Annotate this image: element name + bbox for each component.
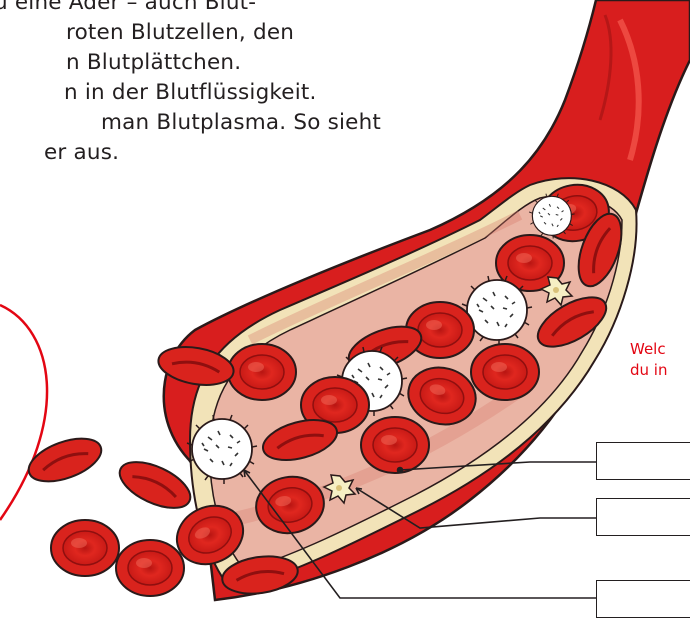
- magnifier-circle-arc: [0, 305, 47, 520]
- question-line-2: du in: [630, 360, 690, 381]
- answer-box-1[interactable]: [596, 442, 690, 480]
- answer-box-2[interactable]: [596, 498, 690, 536]
- question-line-1: Welc: [630, 339, 690, 360]
- answer-box-3[interactable]: [596, 580, 690, 618]
- question-text: Welc du in: [630, 339, 690, 381]
